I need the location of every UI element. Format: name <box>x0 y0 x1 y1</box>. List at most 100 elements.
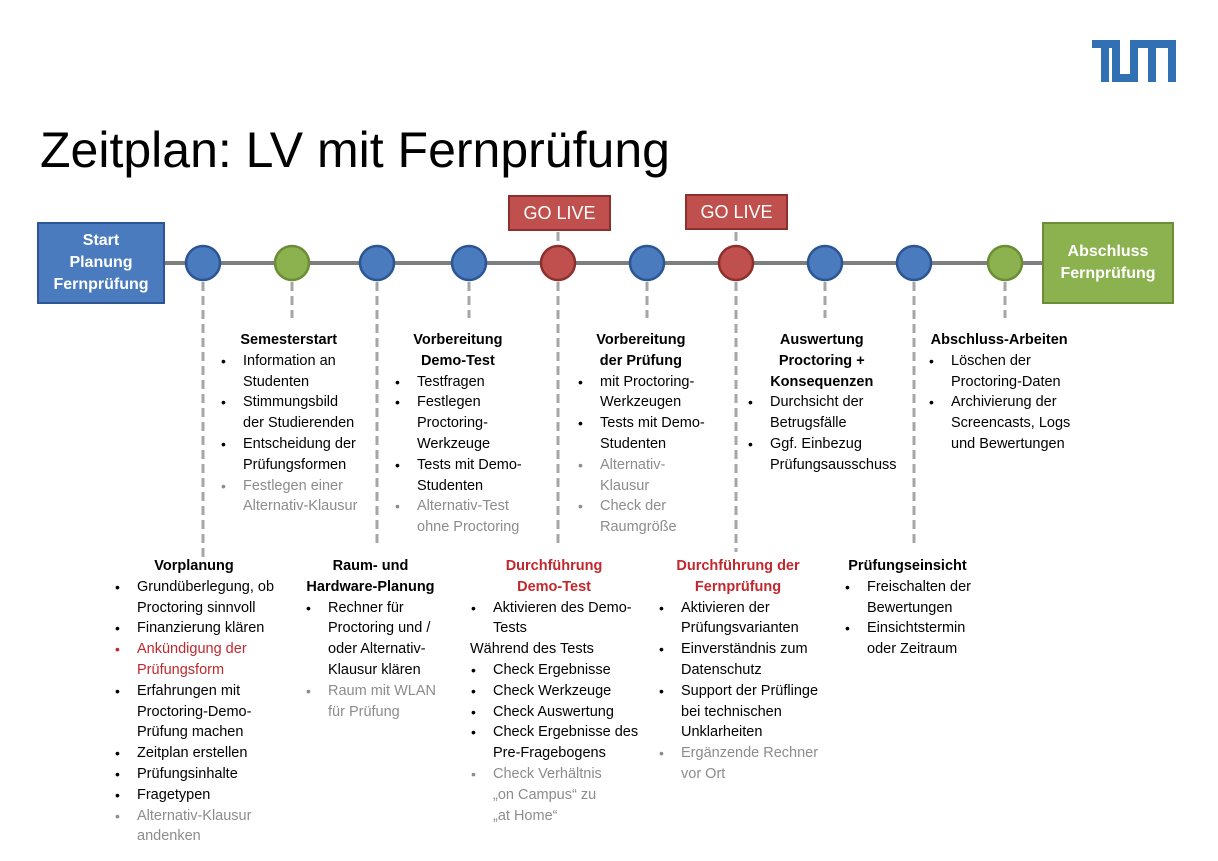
milestone-node-blue <box>358 244 396 282</box>
block-heading: Demo-Test <box>420 352 495 369</box>
bullet-line: Rechner für <box>328 599 404 616</box>
bullet-line: Entscheidung der <box>243 435 356 452</box>
bullet-line: Prüfungsform <box>137 661 225 678</box>
bullet-line: oder Alternativ- <box>328 641 426 658</box>
start-planning-box: Start Planung Fernprüfung <box>37 222 165 304</box>
bullet-line: Festlegen <box>417 394 481 411</box>
bullet-line: Aktivieren des Demo- <box>493 599 632 616</box>
bullet-line: oder Zeitraum <box>867 641 958 658</box>
bullet-line: Während des Tests <box>470 641 594 658</box>
block-heading: Vorbereitung <box>596 332 686 348</box>
bullet-line: Studenten <box>417 477 484 494</box>
bullet-line: Unklarheiten <box>681 724 763 741</box>
bullet-line: der Studierenden <box>243 415 355 432</box>
bullet-line: „on Campus“ zu <box>493 786 597 803</box>
milestone-nodes <box>184 244 1024 282</box>
bullet-line: Finanzierung klären <box>137 620 265 637</box>
bullet-line: Alternativ-Test <box>417 498 509 515</box>
bullet-item: Fragetypen <box>114 785 274 806</box>
milestone-node-red <box>539 244 577 282</box>
block-heading: der Prüfung <box>599 352 682 369</box>
block-heading: Auswertung <box>779 332 864 348</box>
bullet-line: Ankündigung der <box>137 641 247 658</box>
bullet-line: Aktivieren der <box>681 599 770 616</box>
bullet-line: Prüfung machen <box>137 724 244 741</box>
milestone-node-blue <box>895 244 933 282</box>
milestone-node-blue <box>184 244 222 282</box>
block-heading: Vorplanung <box>154 558 234 574</box>
bullet-line: Stimmungsbild <box>243 394 339 411</box>
bullet-line: Werkzeugen <box>600 394 682 411</box>
bullet-line: Einsichtstermin <box>867 620 966 637</box>
bullet-line: Archivierung der <box>951 394 1057 411</box>
bullet-list: Freischalten derBewertungenEinsichtsterm… <box>844 577 971 660</box>
bullet-line: Studenten <box>243 373 310 390</box>
bullet-item: Check Verhältnis„on Campus“ zu„at Home“ <box>470 764 638 826</box>
bullet-line: Durchsicht der <box>770 394 864 411</box>
bullet-line: bei technischen <box>681 703 782 720</box>
bullet-line: Raumgröße <box>600 519 677 536</box>
milestone-node-blue <box>806 244 844 282</box>
block-heading: Vorbereitung <box>413 332 503 348</box>
bullet-line: Studenten <box>600 435 667 452</box>
bullet-line: Tests mit Demo- <box>417 456 522 473</box>
milestone-node-blue <box>628 244 666 282</box>
bullet-line: Testfragen <box>417 373 485 390</box>
bullet-line: Alternativ- <box>600 456 666 473</box>
milestone-node-green <box>986 244 1024 282</box>
block-heading: Semesterstart <box>240 332 338 348</box>
bullet-line: Werkzeuge <box>417 435 491 452</box>
pre-planning-block: VorplanungGrundüberlegung, obProctoring … <box>114 556 274 847</box>
bullet-line: Alternativ-Klausur <box>137 807 252 824</box>
bullet-line: Ggf. Einbezug <box>770 435 862 452</box>
bullet-line: Datenschutz <box>681 661 762 678</box>
connector-lines <box>201 232 1007 558</box>
bullet-line: andenken <box>137 828 201 845</box>
bullet-line: Prüfungsausschuss <box>770 456 897 473</box>
bullet-line: Check Ergebnisse <box>493 661 611 678</box>
end-box-line: Abschluss <box>1067 243 1149 260</box>
bullet-line: Einverständnis zum <box>681 641 808 658</box>
bullet-line: Freischalten der <box>867 578 971 595</box>
exam-completion-box: Abschluss Fernprüfung <box>1042 222 1174 304</box>
bullet-line: Klausur <box>600 477 650 494</box>
bullet-item: Check Auswertung <box>470 702 638 723</box>
bullet-line: vor Ort <box>681 765 726 782</box>
bullet-line: Support der Prüflinge <box>681 682 819 699</box>
bullet-item: Aktivieren des Demo-Tests <box>470 598 638 640</box>
bullet-line: Alternativ-Klausur <box>243 498 358 515</box>
start-box-line: Start <box>82 232 120 249</box>
bullet-line: Festlegen einer <box>243 477 343 494</box>
bullet-item: Stimmungsbild der Studierenden <box>220 392 357 434</box>
bullet-item: Alternativ- Klausur <box>577 455 705 497</box>
bullet-line: Proctoring und / <box>328 620 431 637</box>
bullet-line: Tests mit Demo- <box>600 415 705 432</box>
bullet-line: Proctoring-Daten <box>951 373 1061 390</box>
block-heading: Proctoring + <box>778 352 865 369</box>
bullet-item: Tests mit Demo- Studenten <box>394 455 522 497</box>
bullet-item: Check Ergebnisse <box>470 660 638 681</box>
bullet-line: Check Auswertung <box>493 703 614 720</box>
bullet-line: ohne Proctoring <box>417 519 520 536</box>
block-heading: Fernprüfung <box>694 578 782 595</box>
bullet-list: Durchsicht derBetrugsfälleGgf. EinbezugP… <box>747 392 897 475</box>
bullet-line: Bewertungen <box>867 599 953 616</box>
bullet-line: und Bewertungen <box>951 435 1065 452</box>
